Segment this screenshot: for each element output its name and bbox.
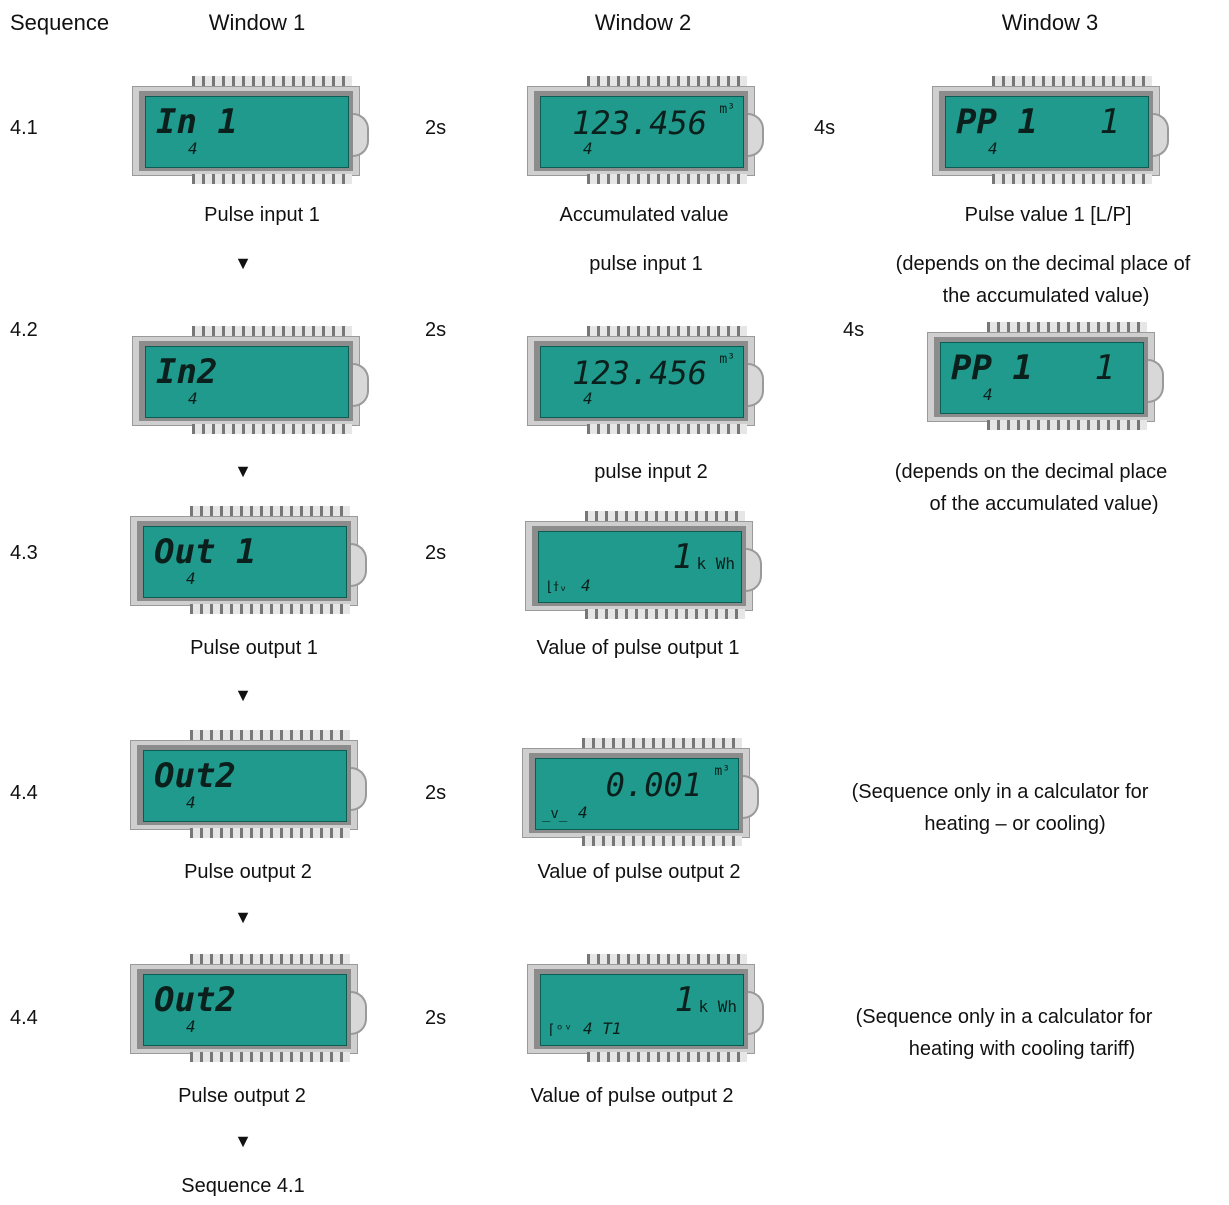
lcd-window2-4-3: 1 k Wh ⌊ϯᵥ 4 — [525, 511, 762, 619]
seq-label-4-1: 4.1 — [10, 117, 38, 139]
lcd-small-text: 4 — [186, 793, 196, 812]
lcd-window1-4-2: In2 4 — [132, 326, 369, 434]
note-4-4b: (Sequence only in a calculator for — [855, 1006, 1153, 1028]
lcd-small-text: 4 — [186, 1017, 196, 1036]
caption-4-3-w2: Value of pulse output 1 — [536, 637, 740, 659]
lcd-main-text: Out2 — [154, 980, 236, 1020]
caption-4-1-w1: Pulse input 1 — [204, 204, 320, 226]
lcd-value: 1 — [672, 537, 693, 577]
caption-4-1-w3-line3: the accumulated value) — [942, 285, 1150, 307]
seq-label-4-4a: 4.4 — [10, 782, 38, 804]
tariff-symbol-icon: ⌈ᵒᵛ — [547, 1022, 573, 1038]
lcd-unit: k Wh — [698, 997, 737, 1016]
lcd-main-text: In 1 — [156, 102, 238, 142]
lcd-unit: k Wh — [696, 554, 735, 573]
lcd-window2-4-1: 123.456 m³ 4 — [527, 76, 764, 184]
seq-label-4-3: 4.3 — [10, 542, 38, 564]
lcd-small-text: 4 — [578, 803, 588, 822]
seq-label-4-4b: 4.4 — [10, 1007, 38, 1029]
caption-4-4a-w2: Value of pulse output 2 — [537, 861, 741, 883]
lcd-unit: m³ — [719, 102, 735, 117]
header-window-3: Window 3 — [1001, 10, 1099, 35]
lcd-small-text: 4 — [988, 139, 998, 158]
caption-4-4b-w1: Pulse output 2 — [178, 1085, 306, 1107]
caption-4-1-w2-line2: pulse input 1 — [589, 253, 703, 275]
lcd-small-text: 4 — [186, 569, 196, 588]
caption-4-2-w3-line2: of the accumulated value) — [929, 493, 1159, 515]
seq-label-4-2: 4.2 — [10, 319, 38, 341]
output-symbol-icon: ⌊ϯᵥ — [545, 579, 568, 595]
lcd-window1-4-4b: Out2 4 — [130, 954, 367, 1062]
lcd-small-text: 4 — [188, 139, 198, 158]
lcd-unit: m³ — [719, 352, 735, 367]
lcd-main-text: Out2 — [154, 756, 236, 796]
delay-4-2-w2: 2s — [425, 319, 447, 341]
lcd-main-text: PP 1 — [956, 102, 1038, 142]
lcd-small-text: 4 — [583, 389, 593, 408]
delay-4-4b-w2: 2s — [425, 1007, 447, 1029]
note-4-4b-line2: heating with cooling tariff) — [908, 1038, 1136, 1060]
lcd-value: 1 — [1099, 102, 1120, 142]
delay-4-3-w2: 2s — [425, 542, 447, 564]
lcd-window2-4-2: 123.456 m³ 4 — [527, 326, 764, 434]
lcd-small-text: 4 — [188, 389, 198, 408]
caption-4-2-w3: (depends on the decimal place — [894, 461, 1168, 483]
lcd-window3-4-2: PP 1 1 4 — [927, 322, 1164, 430]
note-4-4a: (Sequence only in a calculator for — [851, 781, 1149, 803]
lcd-small-text: 4 T1 — [583, 1019, 622, 1038]
lcd-window1-4-3: Out 1 4 — [130, 506, 367, 614]
arrow-down-icon: ▼ — [234, 253, 252, 273]
arrow-down-icon: ▼ — [234, 461, 252, 481]
header-window-1: Window 1 — [208, 10, 306, 35]
lcd-small-text: 4 — [581, 576, 591, 595]
lcd-value: 123.456 — [572, 104, 707, 142]
caption-4-3-w1: Pulse output 1 — [190, 637, 318, 659]
header-sequence: Sequence — [10, 10, 110, 35]
lcd-value: 0.001 — [605, 766, 702, 804]
footer-sequence-4-1: Sequence 4.1 — [181, 1175, 305, 1197]
delay-4-1-w2: 2s — [425, 117, 447, 139]
arrow-down-icon: ▼ — [234, 1131, 252, 1151]
caption-4-1-w3-line2: (depends on the decimal place of — [895, 253, 1191, 275]
delay-4-1-w3: 4s — [814, 117, 836, 139]
lcd-small-text: 4 — [583, 139, 593, 158]
arrow-down-icon: ▼ — [234, 685, 252, 705]
lcd-window2-4-4a: 0.001 m³ _v_ 4 — [522, 738, 759, 846]
header-window-2: Window 2 — [594, 10, 692, 35]
lcd-main-text: PP 1 — [951, 348, 1033, 388]
lcd-value: 1 — [1094, 348, 1115, 388]
lcd-value: 123.456 — [572, 354, 707, 392]
lcd-window2-4-4b: 1 k Wh ⌈ᵒᵛ 4 T1 — [527, 954, 764, 1062]
delay-4-4a-w2: 2s — [425, 782, 447, 804]
caption-4-1-w3: Pulse value 1 [L/P] — [964, 204, 1132, 226]
lcd-main-text: In2 — [156, 352, 218, 392]
volume-symbol-icon: _v_ — [542, 806, 568, 822]
lcd-window3-4-1: PP 1 1 4 — [932, 76, 1169, 184]
lcd-small-text: 4 — [983, 385, 993, 404]
caption-4-2-w2: pulse input 2 — [594, 461, 708, 483]
delay-4-2-w3: 4s — [843, 319, 865, 341]
lcd-main-text: Out 1 — [154, 532, 257, 572]
lcd-value: 1 — [674, 980, 695, 1020]
caption-4-1-w2: Accumulated value — [559, 204, 729, 226]
lcd-unit: m³ — [714, 764, 730, 779]
caption-4-4b-w2: Value of pulse output 2 — [530, 1085, 734, 1107]
note-4-4a-line2: heating – or cooling) — [924, 813, 1106, 835]
caption-4-4a-w1: Pulse output 2 — [184, 861, 312, 883]
lcd-window1-4-1: In 1 4 — [132, 76, 369, 184]
lcd-window1-4-4a: Out2 4 — [130, 730, 367, 838]
arrow-down-icon: ▼ — [234, 907, 252, 927]
